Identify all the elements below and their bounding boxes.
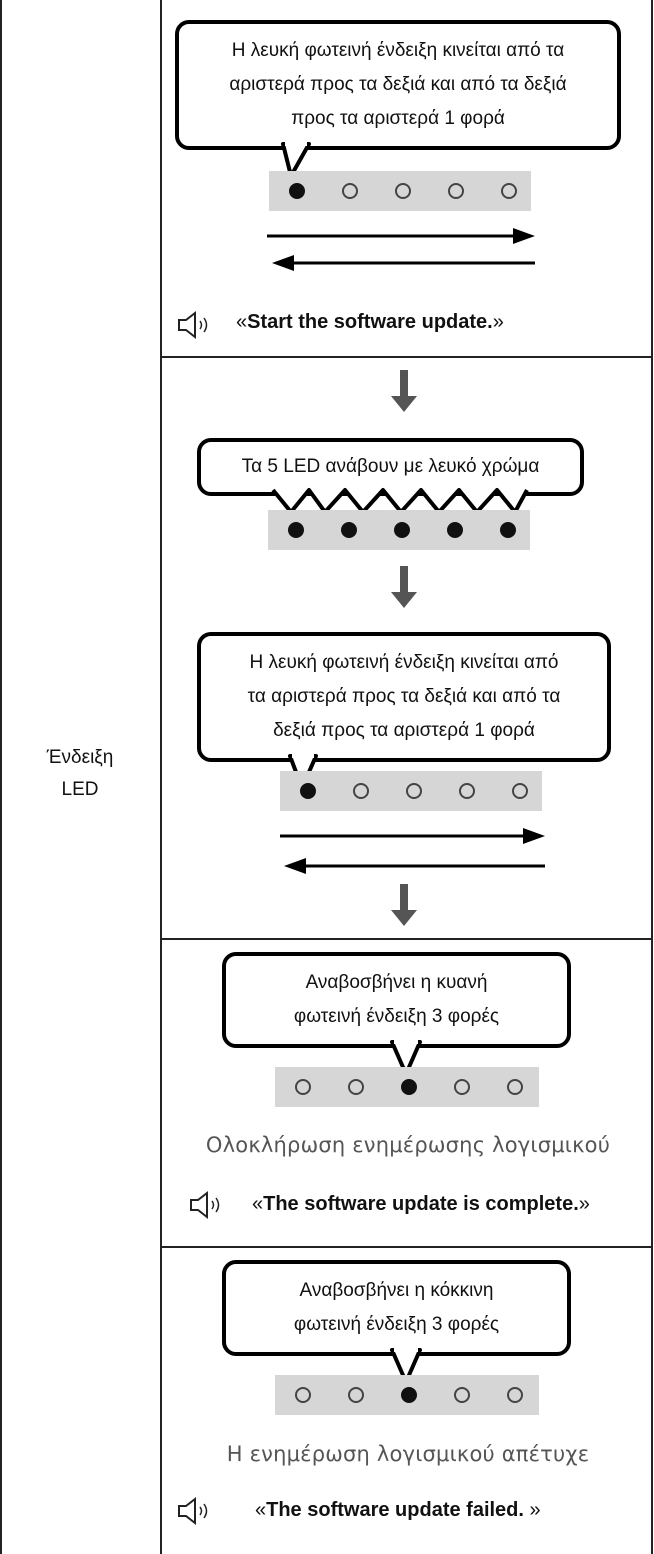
table-right-border [651, 0, 653, 1554]
step4-bubble: Αναβοσβήνει η κυανή φωτεινή ένδειξη 3 φο… [222, 952, 571, 1048]
down-arrow-icon-3 [391, 884, 417, 926]
step3-led-3 [406, 783, 422, 799]
step1-bubble-line2: αριστερά προς τα δεξιά και από τα δεξιά [229, 74, 567, 95]
step4-voice-prompt: «The software update is complete.» [252, 1193, 590, 1216]
step2-led-4 [447, 522, 463, 538]
row-divider-3 [160, 1246, 653, 1248]
step5-bubble-line1: Αναβοσβήνει η κόκκινη [299, 1280, 494, 1301]
step1-voice-close-quote: » [492, 311, 504, 333]
step4-led-2 [348, 1079, 364, 1095]
step3-led-1 [300, 783, 316, 799]
step3-bubble-line2: τα αριστερά προς τα δεξιά και από τα [247, 686, 561, 707]
step1-bubble-pointer [281, 138, 311, 178]
step3-led-2 [353, 783, 369, 799]
step2-bubble-text: Τα 5 LED ανάβουν με λευκό χρώμα [241, 456, 540, 477]
step5-led-strip [275, 1375, 539, 1415]
step5-bubble: Αναβοσβήνει η κόκκινη φωτεινή ένδειξη 3 … [222, 1260, 571, 1356]
step1-led-2 [342, 183, 358, 199]
led-indicator-label-line2: LED [61, 779, 99, 800]
step3-bubble-line1: Η λευκή φωτεινή ένδειξη κινείται από [249, 652, 559, 673]
step1-led-4 [448, 183, 464, 199]
step5-led-5 [507, 1387, 523, 1403]
step4-led-3 [401, 1079, 417, 1095]
step5-bubble-pointer [390, 1344, 422, 1384]
step3-led-5 [512, 783, 528, 799]
step5-led-4 [454, 1387, 470, 1403]
down-arrow-icon-1 [391, 370, 417, 412]
step1-left-arrow-icon [272, 255, 535, 271]
step2-bubble: Τα 5 LED ανάβουν με λευκό χρώμα [197, 438, 584, 496]
table-left-border [0, 0, 2, 1554]
step4-bubble-pointer [390, 1036, 422, 1076]
step1-led-1 [289, 183, 305, 199]
step1-led-5 [501, 183, 517, 199]
step4-voice-close-quote: » [578, 1193, 590, 1215]
step3-left-arrow-icon [284, 858, 545, 874]
step2-led-3 [394, 522, 410, 538]
step1-right-arrow-icon [267, 228, 535, 244]
step2-led-2 [341, 522, 357, 538]
step5-voice-prompt: «The software update failed. » [255, 1499, 541, 1522]
step1-bubble-line1: Η λευκή φωτεινή ένδειξη κινείται από τα [231, 40, 565, 61]
speaker-icon [190, 1190, 220, 1220]
step1-voice-open-quote: « [236, 311, 248, 333]
step5-bubble-line2: φωτεινή ένδειξη 3 φορές [293, 1314, 500, 1335]
step4-voice-text: The software update is complete. [263, 1193, 579, 1215]
led-indicator-label-line1: Ένδειξη [46, 747, 114, 768]
led-indicator-label: Ένδειξη LED [0, 742, 160, 806]
step5-led-3 [401, 1387, 417, 1403]
step2-led-strip [268, 510, 530, 550]
step4-led-1 [295, 1079, 311, 1095]
step5-voice-close-quote: » [529, 1499, 541, 1521]
speaker-icon [178, 1496, 208, 1526]
step1-led-3 [395, 183, 411, 199]
speaker-icon [178, 310, 208, 340]
step3-led-strip [280, 771, 542, 811]
step5-led-1 [295, 1387, 311, 1403]
step1-bubble: Η λευκή φωτεινή ένδειξη κινείται από τα … [175, 20, 621, 150]
step5-voice-open-quote: « [255, 1499, 267, 1521]
step1-bubble-line3: προς τα αριστερά 1 φορά [291, 108, 505, 129]
row-divider-1 [160, 356, 653, 358]
step5-status-text: Η ενημέρωση λογισμικού απέτυχε [226, 1442, 590, 1466]
step4-led-4 [454, 1079, 470, 1095]
step4-status-text: Ολοκλήρωση ενημέρωσης λογισμικού [205, 1133, 611, 1157]
step4-led-5 [507, 1079, 523, 1095]
step1-led-strip [269, 171, 531, 211]
step2-led-1 [288, 522, 304, 538]
step3-bubble-line3: δεξιά προς τα αριστερά 1 φορά [273, 720, 535, 741]
step4-bubble-line2: φωτεινή ένδειξη 3 φορές [293, 1006, 500, 1027]
step2-led-5 [500, 522, 516, 538]
step4-bubble-line1: Αναβοσβήνει η κυανή [305, 972, 488, 993]
step3-led-4 [459, 783, 475, 799]
step1-voice-text: Start the software update. [247, 311, 493, 333]
step1-voice-prompt: «Start the software update.» [236, 311, 504, 334]
step3-right-arrow-icon [280, 828, 545, 844]
step4-led-strip [275, 1067, 539, 1107]
step5-led-2 [348, 1387, 364, 1403]
row-divider-2 [160, 938, 653, 940]
step5-voice-text: The software update failed. [266, 1499, 530, 1521]
step4-voice-open-quote: « [252, 1193, 264, 1215]
step3-bubble: Η λευκή φωτεινή ένδειξη κινείται από τα … [197, 632, 611, 762]
down-arrow-icon-2 [391, 566, 417, 608]
table-column-divider [160, 0, 162, 1554]
